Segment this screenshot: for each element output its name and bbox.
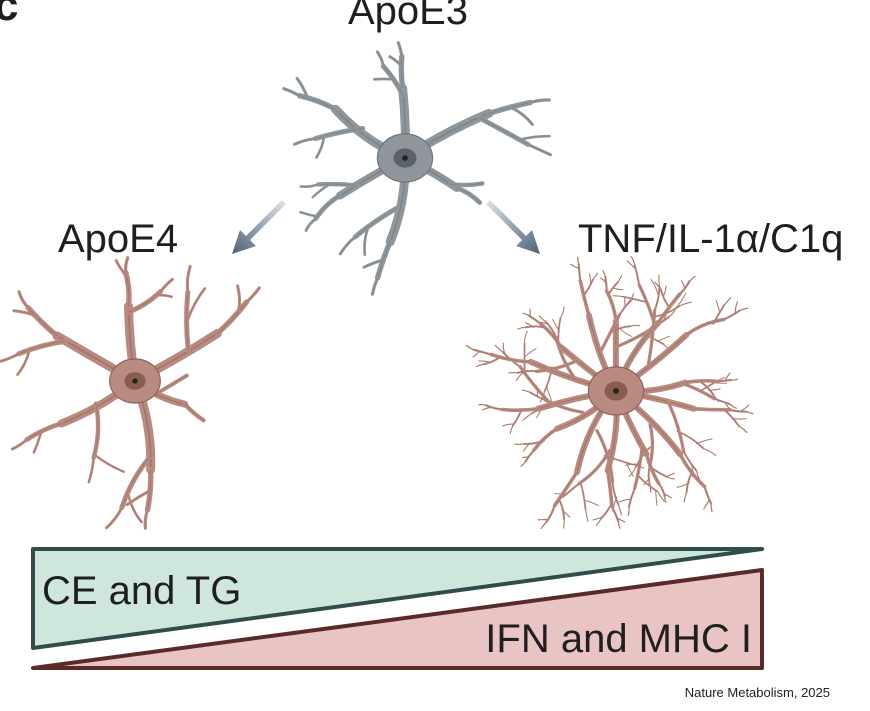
ifn-mhc-label: IFN and MHC I [485, 617, 752, 661]
apoe3-label: ApoE3 [348, 0, 468, 33]
apoe3-astrocyte [282, 41, 552, 296]
reactive-condition-label: TNF/IL-1α/C1q [578, 217, 843, 261]
arrow-to-apoe4 [232, 200, 286, 254]
ce-tg-label: CE and TG [42, 569, 241, 613]
arrow-to-reactive [486, 200, 540, 254]
decreasing-wedge [31, 547, 764, 650]
apoe4-astrocyte [0, 256, 261, 530]
apoe4-label: ApoE4 [58, 217, 178, 261]
increasing-wedge [31, 568, 764, 670]
panel-letter: c [0, 0, 18, 30]
reactive-astrocyte [465, 256, 754, 530]
source-credit: Nature Metabolism, 2025 [685, 685, 830, 700]
